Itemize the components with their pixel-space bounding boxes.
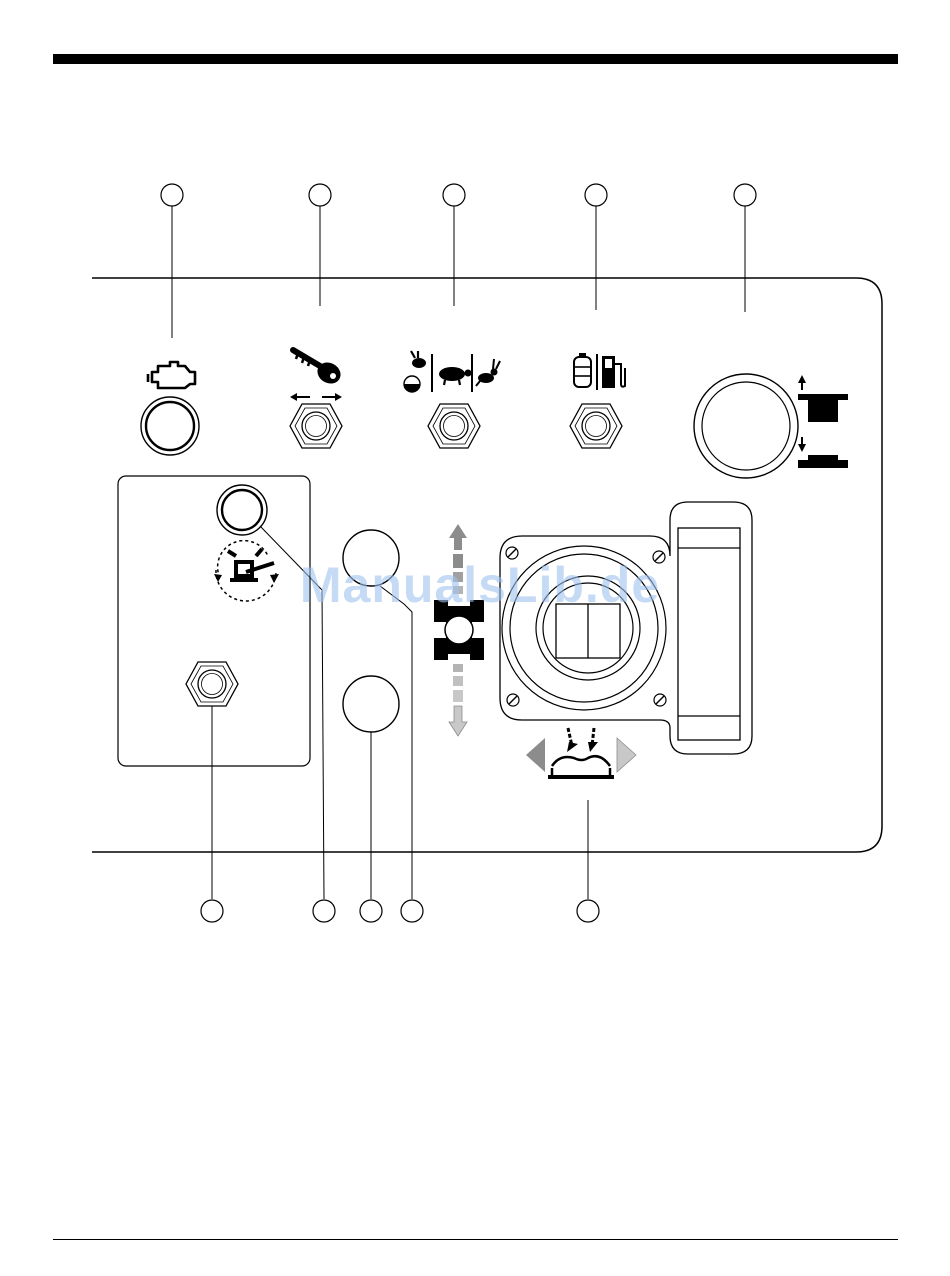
speed-range-icon [404, 351, 500, 392]
travel-button-upper [343, 530, 399, 586]
fuel-selector-switch [570, 404, 622, 448]
steering-mode-icon [214, 541, 279, 601]
callout-travel-button-upper [401, 900, 423, 922]
joystick-plate [500, 502, 752, 754]
pto-knob [694, 374, 798, 478]
fuel-lpg-gasoline-icon [574, 353, 625, 390]
steering-mode-subpanel [118, 476, 310, 766]
steering-mode-light [217, 485, 267, 535]
speed-selector-switch [428, 404, 480, 448]
callout-joystick [577, 900, 599, 922]
lift-tilt-icon [526, 728, 636, 779]
callout-ignition-key [309, 184, 331, 306]
callout-fuel-switch [585, 184, 607, 310]
callout-steering-mode-light [313, 900, 335, 922]
engine-warning-light [141, 397, 199, 455]
callout-speed-selector [443, 184, 465, 306]
travel-button-lower [343, 676, 399, 732]
callout-steering-mode-switch [201, 900, 223, 922]
callout-engine-warning-light [161, 184, 183, 338]
travel-direction-icon [434, 524, 484, 736]
steering-mode-switch [186, 662, 238, 706]
pto-up-down-icon [798, 375, 848, 468]
ignition-switch [290, 404, 342, 448]
engine-warning-icon [148, 362, 195, 388]
callout-travel-button-lower [360, 900, 382, 922]
callout-pto-knob [734, 184, 756, 312]
ignition-key-icon [290, 350, 344, 401]
